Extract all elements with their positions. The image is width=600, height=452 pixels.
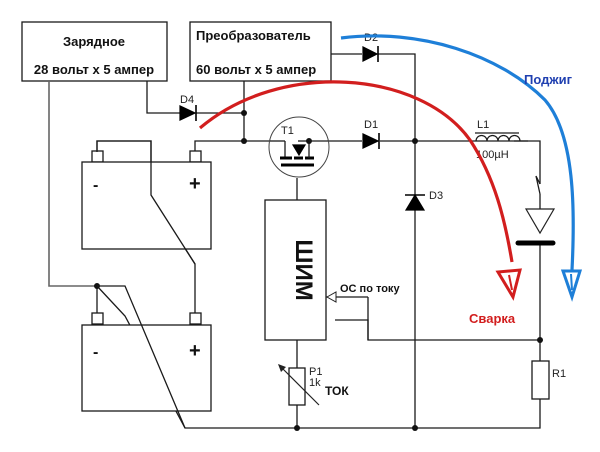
battery-plus-sign: + — [189, 173, 201, 195]
d2-label: D2 — [364, 32, 378, 44]
d3-label: D3 — [429, 190, 443, 202]
converter-block: Преобразователь 60 вольт х 5 ампер — [189, 21, 332, 82]
transistor-t1: T1 — [268, 116, 330, 178]
l1-label: L1 — [477, 119, 489, 131]
spark-gap — [515, 208, 556, 246]
feedback-input: ОС по току — [325, 283, 400, 340]
diode-d4: D4 — [179, 94, 197, 121]
current-adjust-label: ТОК — [325, 384, 349, 398]
feedback-label: ОС по току — [340, 283, 400, 295]
welding-current-arrow: Сварка — [198, 80, 522, 326]
junction — [412, 138, 418, 144]
diode-d1: D1 — [362, 119, 380, 149]
junction-dots — [94, 110, 543, 431]
t1-label: T1 — [281, 125, 294, 137]
battery-minus-sign: - — [93, 344, 98, 361]
junction — [537, 337, 543, 343]
charger-box — [21, 21, 168, 82]
d4-label: D4 — [180, 94, 194, 106]
d1-label: D1 — [364, 119, 378, 131]
r1-label: R1 — [552, 368, 566, 380]
resistor-r1: R1 — [531, 360, 566, 400]
diode-d3: D3 — [404, 190, 443, 211]
l1-value: 100µH — [476, 149, 509, 161]
charger-title: Зарядное — [63, 34, 125, 49]
p1-value: 1k — [309, 377, 321, 389]
pwm-block: ШИМ — [264, 199, 327, 341]
converter-box — [189, 21, 332, 82]
ignition-arrow: Поджиг — [340, 34, 583, 302]
inductor-l1: L1 100µH — [475, 119, 521, 161]
battery-bottom: - + — [81, 285, 212, 429]
junction — [294, 425, 300, 431]
junction — [241, 110, 247, 116]
charger-block: Зарядное 28 вольт х 5 ампер — [21, 21, 168, 82]
battery-body — [81, 161, 212, 250]
battery-plus-sign: + — [189, 340, 201, 362]
pwm-label: ШИМ — [290, 239, 317, 300]
pwm-box — [264, 199, 327, 341]
junction — [241, 138, 247, 144]
converter-title: Преобразователь — [196, 28, 311, 43]
junction — [412, 425, 418, 431]
ignition-label: Поджиг — [524, 72, 573, 87]
battery-body — [81, 324, 212, 412]
battery-top: - + — [81, 140, 212, 265]
converter-rating: 60 вольт х 5 ампер — [196, 62, 316, 77]
welding-label: Сварка — [469, 311, 516, 326]
p1-label: P1 — [309, 366, 322, 378]
battery-minus-sign: - — [93, 177, 98, 194]
charger-rating: 28 вольт х 5 ампер — [34, 62, 154, 77]
potentiometer-p1: P1 1k ТОК — [278, 364, 349, 406]
